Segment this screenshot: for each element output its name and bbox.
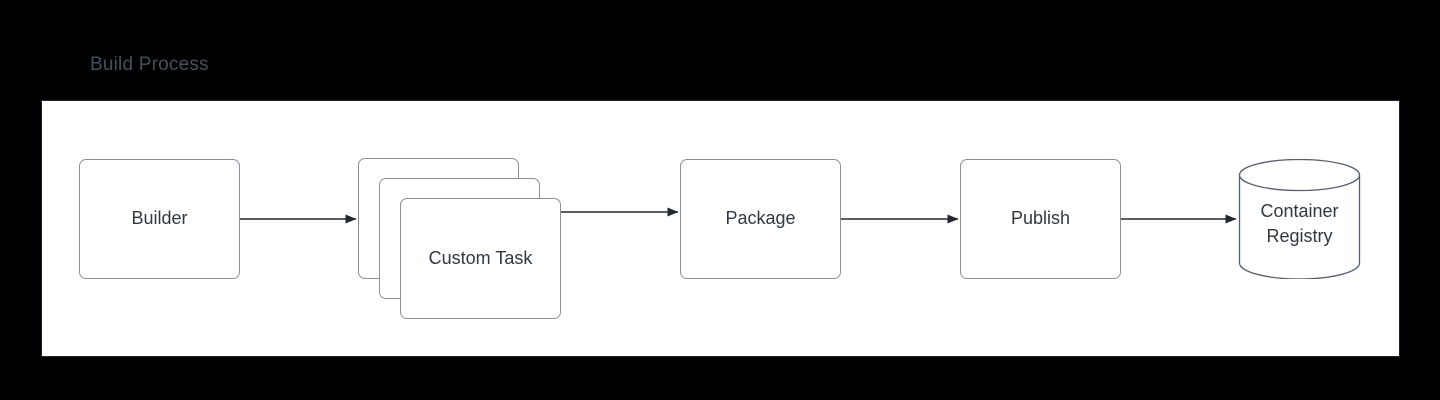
- node-container-registry-label-line1: Container: [1260, 201, 1339, 222]
- node-package-label: Package: [725, 208, 796, 229]
- node-container-registry-label-wrap: Container Registry: [1238, 159, 1361, 279]
- node-package[interactable]: Package: [680, 159, 841, 279]
- node-container-registry-label-line2: Registry: [1266, 226, 1333, 246]
- node-builder-label: Builder: [131, 208, 188, 229]
- node-builder[interactable]: Builder: [79, 159, 240, 279]
- node-container-registry[interactable]: Container Registry: [1238, 159, 1361, 279]
- node-publish-label: Publish: [1010, 208, 1071, 229]
- page-title: Build Process: [90, 54, 209, 75]
- node-custom-task-card-front[interactable]: Custom Task: [400, 198, 561, 319]
- node-publish[interactable]: Publish: [960, 159, 1121, 279]
- node-custom-task-label-front: Custom Task: [428, 248, 533, 268]
- cylinder-shape-icon: [1238, 159, 1361, 279]
